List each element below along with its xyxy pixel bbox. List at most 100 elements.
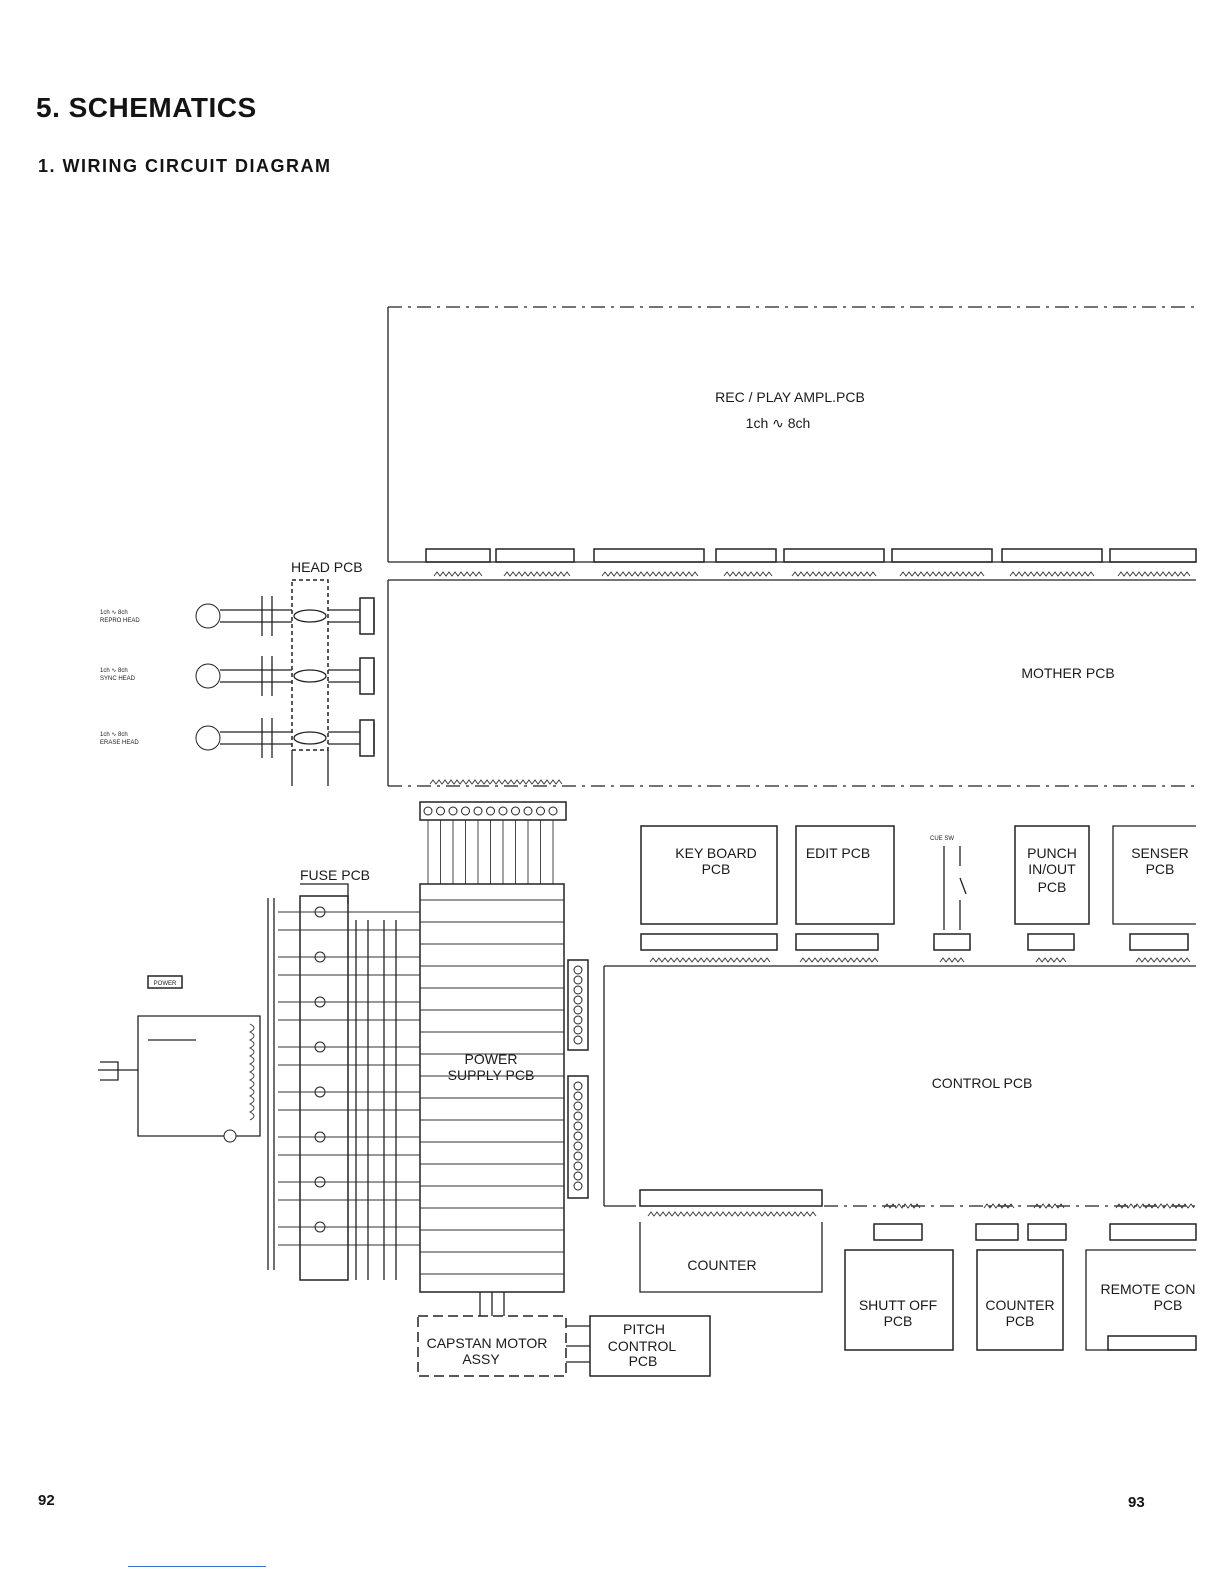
- power-supply-line2: SUPPLY PCB: [448, 1067, 535, 1083]
- head-connector-body: [359, 657, 375, 695]
- psu-pin: [573, 985, 583, 995]
- pin-row: [1033, 1203, 1065, 1209]
- j171-pin: [523, 806, 533, 816]
- j171-pin: [473, 806, 483, 816]
- power-switch-label: POWER: [154, 981, 177, 987]
- j171-pin: [548, 806, 558, 816]
- mother-pcb: MOTHER PCB: [359, 579, 1196, 787]
- remote-line2: PCB: [1154, 1297, 1183, 1313]
- j171-pin: [511, 806, 520, 816]
- psu-pin: [573, 1015, 583, 1025]
- fuse-pcb: FUSE PCB: [267, 867, 420, 1281]
- psu-pin: [573, 995, 583, 1005]
- senser-line1: SENSER: [1131, 845, 1189, 861]
- pin-row: [939, 957, 965, 963]
- head-labels: 1ch ∿ 8ch REPRO HEAD 1ch ∿ 8ch SYNC HEAD…: [100, 610, 140, 746]
- psu-pin: [573, 1181, 583, 1191]
- counter-pcb-line1: COUNTER: [985, 1297, 1054, 1313]
- cue-switch: CUE SW: [930, 836, 971, 951]
- control-pcb: CONTROL PCB: [567, 957, 1196, 1217]
- psu-pin: [573, 1171, 583, 1181]
- j171-pin: [448, 806, 458, 816]
- amp-connector: [425, 548, 491, 563]
- head-wire: [328, 731, 360, 745]
- pin-row: [1117, 571, 1191, 577]
- j171-pin: [498, 806, 508, 816]
- shutt-off-line1: SHUTT OFF: [859, 1297, 937, 1313]
- page-number-right: 93: [1128, 1494, 1145, 1511]
- rec-play-title: REC / PLAY AMPL.PCB: [715, 389, 865, 405]
- edit-pcb-label: EDIT PCB: [806, 845, 870, 861]
- head-pcb: HEAD PCB: [195, 559, 363, 786]
- repro-head-label: REPRO HEAD: [100, 618, 140, 624]
- pin-row: [1009, 571, 1095, 577]
- punch-line3: PCB: [1038, 879, 1067, 895]
- keyboard-line2: PCB: [702, 861, 731, 877]
- pin-row: [1035, 957, 1067, 963]
- head-symbol: [195, 725, 221, 751]
- sync-head-ch: 1ch ∿ 8ch: [100, 668, 128, 674]
- punch-line2: IN/OUT: [1028, 861, 1076, 877]
- head-plug: [261, 656, 273, 696]
- amp-connector: [715, 548, 777, 563]
- rec-play-channels: 1ch ∿ 8ch: [746, 415, 811, 431]
- power-supply-pcb: POWER SUPPLY PCB: [419, 883, 583, 1293]
- pitch-line2: CONTROL: [608, 1338, 677, 1354]
- counter-label: COUNTER: [687, 1257, 756, 1273]
- pin-row: [791, 571, 877, 577]
- punch-in-out-pcb: PUNCH IN/OUT PCB: [1014, 825, 1090, 951]
- fuse-bus: [355, 920, 397, 1280]
- psu-pin: [573, 975, 583, 985]
- amp-connector: [783, 548, 885, 563]
- shutt-off-pcb: SHUTT OFF PCB: [844, 1223, 954, 1351]
- head-pcb-label: HEAD PCB: [291, 559, 363, 575]
- punch-line1: PUNCH: [1027, 845, 1077, 861]
- capstan-motor-assy: CAPSTAN MOTOR ASSY: [417, 1292, 567, 1377]
- psu-pin: [573, 1131, 583, 1141]
- head-wire: [328, 609, 360, 623]
- head-wire: [220, 609, 292, 623]
- psu-pin: [573, 1035, 583, 1045]
- cue-sw-label: CUE SW: [930, 836, 954, 842]
- pin-row: [433, 571, 483, 577]
- psu-pin: [573, 1025, 583, 1035]
- j171-pin: [423, 806, 433, 816]
- pin-row: [1115, 1203, 1195, 1209]
- pin-row: [601, 571, 699, 577]
- head-twist: [293, 669, 327, 683]
- capstan-line1: CAPSTAN MOTOR: [427, 1335, 548, 1351]
- psu-pin: [573, 1151, 583, 1161]
- psu-pin: [573, 1111, 583, 1121]
- pitch-control-pcb: PITCH CONTROL PCB: [566, 1315, 711, 1377]
- rec-play-ampl-pcb: REC / PLAY AMPL.PCB 1ch ∿ 8ch: [387, 306, 1197, 577]
- power-supply-line1: POWER: [465, 1051, 518, 1067]
- capstan-line2: ASSY: [462, 1351, 500, 1367]
- key-board-pcb: KEY BOARD PCB: [640, 825, 778, 951]
- mother-pcb-label: MOTHER PCB: [1021, 665, 1114, 681]
- head-plug: [261, 718, 273, 758]
- psu-pin: [573, 1141, 583, 1151]
- sync-head-label: SYNC HEAD: [100, 676, 136, 682]
- footer-rule: [128, 1566, 266, 1567]
- pin-row: [883, 1203, 921, 1209]
- amp-connector: [1001, 548, 1103, 563]
- amp-connector: [1109, 548, 1197, 563]
- keyboard-line1: KEY BOARD: [675, 845, 756, 861]
- psu-pin: [573, 965, 583, 975]
- counter-pcb-line2: PCB: [1006, 1313, 1035, 1329]
- pin-row: [723, 571, 773, 577]
- repro-head-ch: 1ch ∿ 8ch: [100, 610, 128, 616]
- head-twist: [293, 731, 327, 745]
- senser-pcb: SENSER PCB: [1112, 825, 1196, 951]
- j171-pin: [486, 806, 495, 816]
- head-connector-body: [359, 719, 375, 757]
- erase-head-ch: 1ch ∿ 8ch: [100, 732, 128, 738]
- head-symbol: [195, 603, 221, 629]
- amp-connector: [495, 548, 575, 563]
- j171-pin: [536, 806, 545, 816]
- amp-connector: [891, 548, 993, 563]
- senser-line2: PCB: [1146, 861, 1175, 877]
- psu-pin: [573, 1091, 583, 1101]
- erase-head-label: ERASE HEAD: [100, 740, 139, 746]
